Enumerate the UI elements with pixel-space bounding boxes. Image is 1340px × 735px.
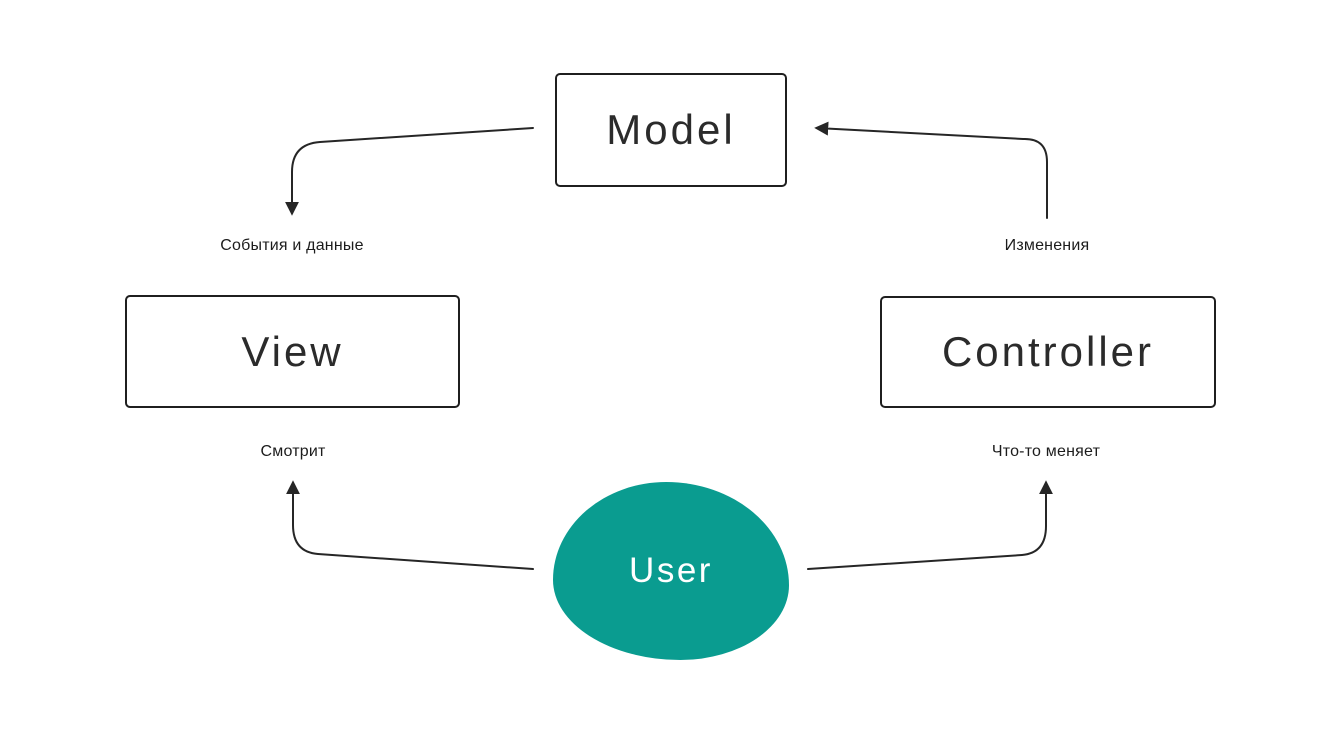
- arrow-model-to-view: [285, 127, 534, 216]
- edge-label-modifies-something: Что-то меняет: [991, 443, 1101, 460]
- node-controller-label: Controller: [941, 328, 1155, 375]
- node-model: Model: [555, 73, 787, 187]
- edge-label-events-and-data: События и данные: [220, 237, 364, 254]
- node-user: User: [553, 482, 789, 660]
- edge-label-watches: Смотрит: [260, 443, 326, 460]
- node-model-label: Model: [606, 106, 736, 153]
- arrow-user-to-controller: [807, 480, 1053, 570]
- arrow-user-to-view: [286, 480, 534, 570]
- node-controller: Controller: [880, 296, 1216, 408]
- arrow-controller-to-model: [814, 121, 1048, 219]
- node-user-label: User: [629, 551, 713, 590]
- node-view: View: [125, 295, 460, 408]
- node-view-label: View: [241, 327, 344, 375]
- edge-label-changes: Изменения: [1004, 237, 1090, 254]
